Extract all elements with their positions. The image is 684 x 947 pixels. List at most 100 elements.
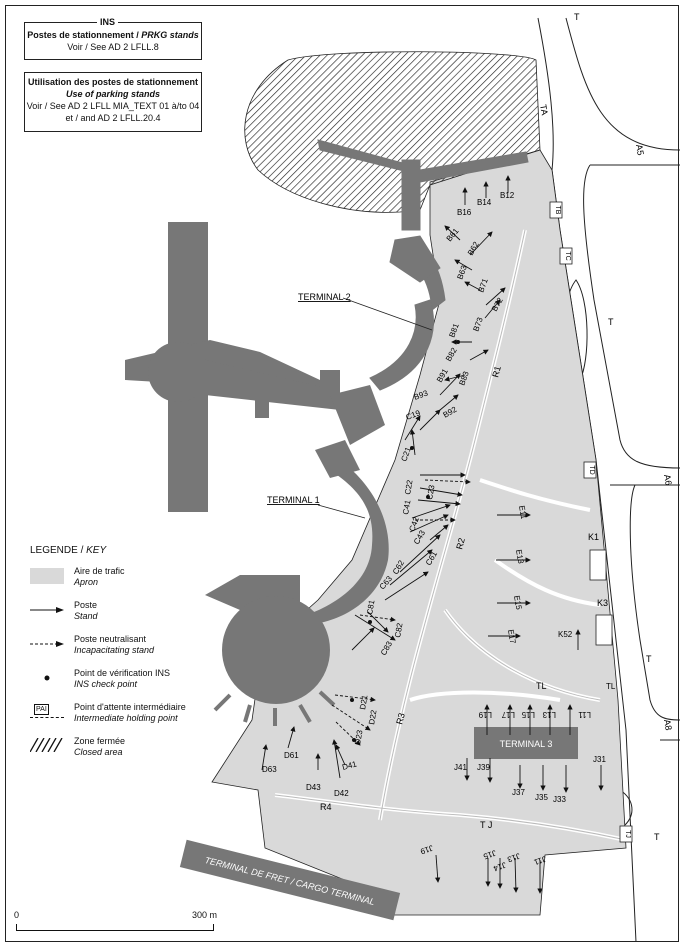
taxiway-r4: R4 <box>320 802 332 812</box>
legend-hold-fr: Point d'attente intermédiaire <box>74 702 186 712</box>
stand-d21: D21 <box>358 694 370 711</box>
k1-stand-box <box>589 549 607 581</box>
stand-d63: D63 <box>262 765 277 774</box>
stand-b12: B12 <box>500 191 515 200</box>
usage-info-box: Utilisation des postes de stationnement … <box>24 72 202 132</box>
terminal-2-label: TERMINAL 2 <box>298 292 351 302</box>
legend-title-en: KEY <box>86 545 107 556</box>
stand-k52: K52 <box>558 630 573 639</box>
stand-d41: D41 <box>341 759 358 772</box>
stand-e15: E15 <box>512 595 523 611</box>
stand-c41: C41 <box>401 499 413 516</box>
legend-apron-fr: Aire de trafic <box>74 566 125 576</box>
holding-point-tj: TJ <box>619 825 633 843</box>
stand-j35: J35 <box>535 793 548 802</box>
usage-line2: Use of parking stands <box>65 89 161 99</box>
stand-d43: D43 <box>306 783 321 792</box>
svg-text:TB: TB <box>554 206 561 215</box>
stand-j39: J39 <box>477 763 490 772</box>
ins-info-line3: Voir / See AD 2 LFLL.8 <box>67 42 159 52</box>
scale-max: 300 m <box>192 910 218 920</box>
svg-text:TC: TC <box>564 251 571 260</box>
stand-j37: J37 <box>512 788 525 797</box>
stand-e13: E13 <box>514 549 525 565</box>
ins-dot-icon <box>44 675 50 681</box>
taxiway-a6: A6 <box>662 474 674 487</box>
scale-bar: 0 300 m <box>14 910 224 940</box>
taxiway-labels: T TA A5 T A6 T A8 T R1 R2 R3 R4 TL T J K… <box>320 12 674 842</box>
holding-point-tb: TB <box>549 201 563 219</box>
stand-j15: J15 <box>482 848 498 861</box>
stand-arrow-icon <box>30 607 64 613</box>
stand-c82: C82 <box>393 622 405 639</box>
apron-area <box>211 149 627 916</box>
pier-north <box>125 222 385 512</box>
legend-stand-en: Stand <box>74 611 98 621</box>
legend-apron-en: Apron <box>74 577 99 587</box>
taxiway-a5: A5 <box>634 144 646 157</box>
stand-b14: B14 <box>477 198 492 207</box>
holding-point-tc: TC <box>559 247 573 265</box>
closed-area-hatch-icon <box>30 738 63 752</box>
stand-b16: B16 <box>457 208 472 217</box>
stand-j11: J11 <box>532 854 547 867</box>
taxiway-tj: T J <box>480 820 492 830</box>
stand-c23: C23 <box>425 484 437 501</box>
apron-markings <box>274 229 627 841</box>
taxiway-k3: K3 <box>597 598 608 608</box>
ins-info-line2b: PRKG stands <box>141 30 199 40</box>
stand-c22: C22 <box>403 479 415 496</box>
stand-e17: E17 <box>506 629 517 645</box>
legend-stand-fr: Poste <box>74 600 98 610</box>
taxiway-r2: R2 <box>454 537 467 551</box>
terminal-3-building <box>474 727 578 759</box>
holding-point-td: TD <box>583 461 597 479</box>
stand-j33: J33 <box>553 795 566 804</box>
taxiway-t-mid: T <box>608 317 614 327</box>
stand-c81: C81 <box>365 599 377 616</box>
legend-ins-en: INS check point <box>74 679 138 689</box>
taxiway-k1: K1 <box>588 532 599 542</box>
legend-hold-en: Intermediate holding point <box>74 713 178 723</box>
svg-text:TD: TD <box>588 465 595 474</box>
stand-d22: D22 <box>367 709 379 726</box>
taxiway-ta: TA <box>538 104 550 116</box>
terminal-1-leader <box>317 504 366 519</box>
stand-d42: D42 <box>334 789 349 798</box>
stand-l15: L15 <box>521 710 535 719</box>
usage-line4: et / and AD 2 LFLL.20.4 <box>65 113 161 123</box>
stand-l17: L17 <box>501 710 515 719</box>
terminal-3-label: TERMINAL 3 <box>500 739 553 749</box>
terminal-1-label: TERMINAL 1 <box>267 495 320 505</box>
stand-l13: L13 <box>542 710 556 719</box>
ins-info-title: INS <box>97 16 119 28</box>
stand-e11: E11 <box>517 505 528 521</box>
incapacitating-arrow-icon <box>30 641 64 647</box>
k3-stand-box <box>595 614 613 646</box>
holding-point-symbol: PAI <box>34 704 49 715</box>
taxiway-a8: A8 <box>662 719 674 732</box>
terminal-1-building <box>290 460 389 625</box>
holding-points: TB TC TD TL TJ <box>549 201 633 843</box>
apron-swatch <box>30 568 64 584</box>
ins-info-box: INS Postes de stationnement / PRKG stand… <box>24 16 202 60</box>
stand-j31: J31 <box>593 755 606 764</box>
svg-text:TL: TL <box>606 682 616 691</box>
stand-j41: J41 <box>454 763 467 772</box>
taxiway-tl: TL <box>536 681 547 691</box>
stand-l19: L19 <box>478 710 492 719</box>
holding-point-icon: PAI <box>30 704 64 718</box>
legend-title: LEGENDE / <box>30 545 87 556</box>
stand-d61: D61 <box>284 751 299 760</box>
taxiway-t-top: T <box>574 12 580 22</box>
ins-check-points <box>350 340 460 742</box>
legend-incap-fr: Poste neutralisant <box>74 634 147 644</box>
stand-j14: J14 <box>492 860 508 873</box>
legend-ins-fr: Point de vérification INS <box>74 668 171 678</box>
